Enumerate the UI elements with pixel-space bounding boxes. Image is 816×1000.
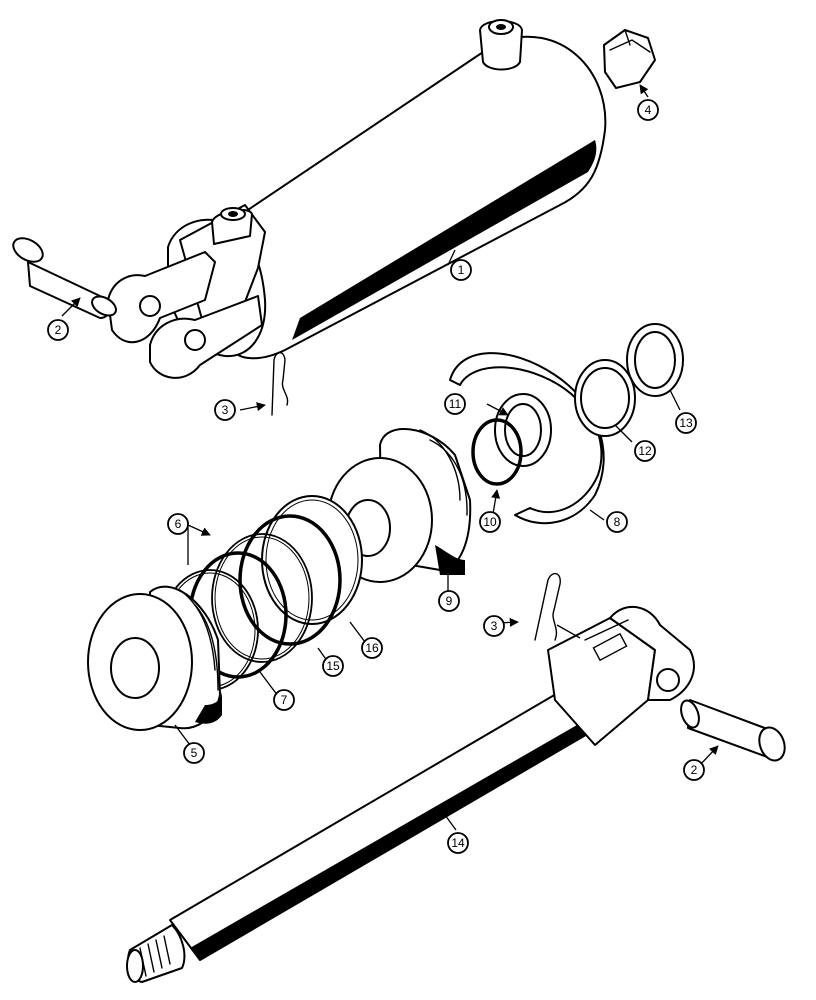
hairpin-clip-lower (534, 573, 561, 641)
callout-3-lower-label: 3 (491, 619, 498, 633)
callout-2-lower-label: 2 (691, 763, 698, 777)
fitting-cap (603, 29, 656, 89)
cylinder-barrel (107, 19, 607, 379)
callout-16: 16 (361, 637, 383, 659)
callout-13: 13 (675, 412, 697, 434)
callout-15: 15 (322, 655, 344, 677)
callout-9: 9 (438, 590, 460, 612)
wiper-seal (626, 323, 684, 397)
seal-ring-15 (238, 514, 342, 646)
callout-8: 8 (606, 511, 628, 533)
callout-10: 10 (479, 511, 501, 533)
callout-5-label: 5 (191, 746, 198, 760)
callout-12: 12 (634, 440, 656, 462)
callout-14: 14 (447, 832, 469, 854)
pin-upper (12, 237, 117, 319)
callout-9-label: 9 (446, 594, 453, 608)
pin-lower (680, 699, 786, 762)
piston (87, 585, 222, 731)
callout-7-label: 7 (281, 693, 288, 707)
callout-15-label: 15 (326, 659, 340, 673)
callout-6-label: 6 (175, 517, 182, 531)
o-ring-head (471, 418, 523, 486)
callout-11: 11 (444, 393, 466, 415)
rod-seal (574, 359, 636, 437)
callout-2-upper: 2 (47, 319, 69, 341)
callout-7: 7 (273, 689, 295, 711)
callout-3-upper-label: 3 (222, 403, 229, 417)
callout-16-label: 16 (365, 641, 379, 655)
piston-rod (126, 605, 695, 983)
callout-10-label: 10 (483, 515, 497, 529)
callout-13-label: 13 (679, 416, 693, 430)
callout-14-label: 14 (451, 836, 465, 850)
callout-8-label: 8 (614, 515, 621, 529)
callout-1-label: 1 (458, 263, 465, 277)
callout-12-label: 12 (638, 444, 652, 458)
hairpin-clip-upper (271, 351, 289, 416)
callout-11-label: 11 (449, 397, 462, 411)
callout-4: 4 (637, 99, 659, 121)
callout-1: 1 (450, 259, 472, 281)
callout-3-lower: 3 (483, 615, 505, 637)
retaining-ring (449, 352, 605, 525)
backup-ring (494, 393, 552, 467)
seal-ring-6a (211, 533, 313, 663)
callout-4-label: 4 (645, 103, 652, 117)
callout-2-lower: 2 (683, 759, 705, 781)
callout-6: 6 (167, 513, 189, 535)
callout-2-upper-label: 2 (55, 323, 62, 337)
callout-5: 5 (183, 742, 205, 764)
callout-3-upper: 3 (214, 399, 236, 421)
